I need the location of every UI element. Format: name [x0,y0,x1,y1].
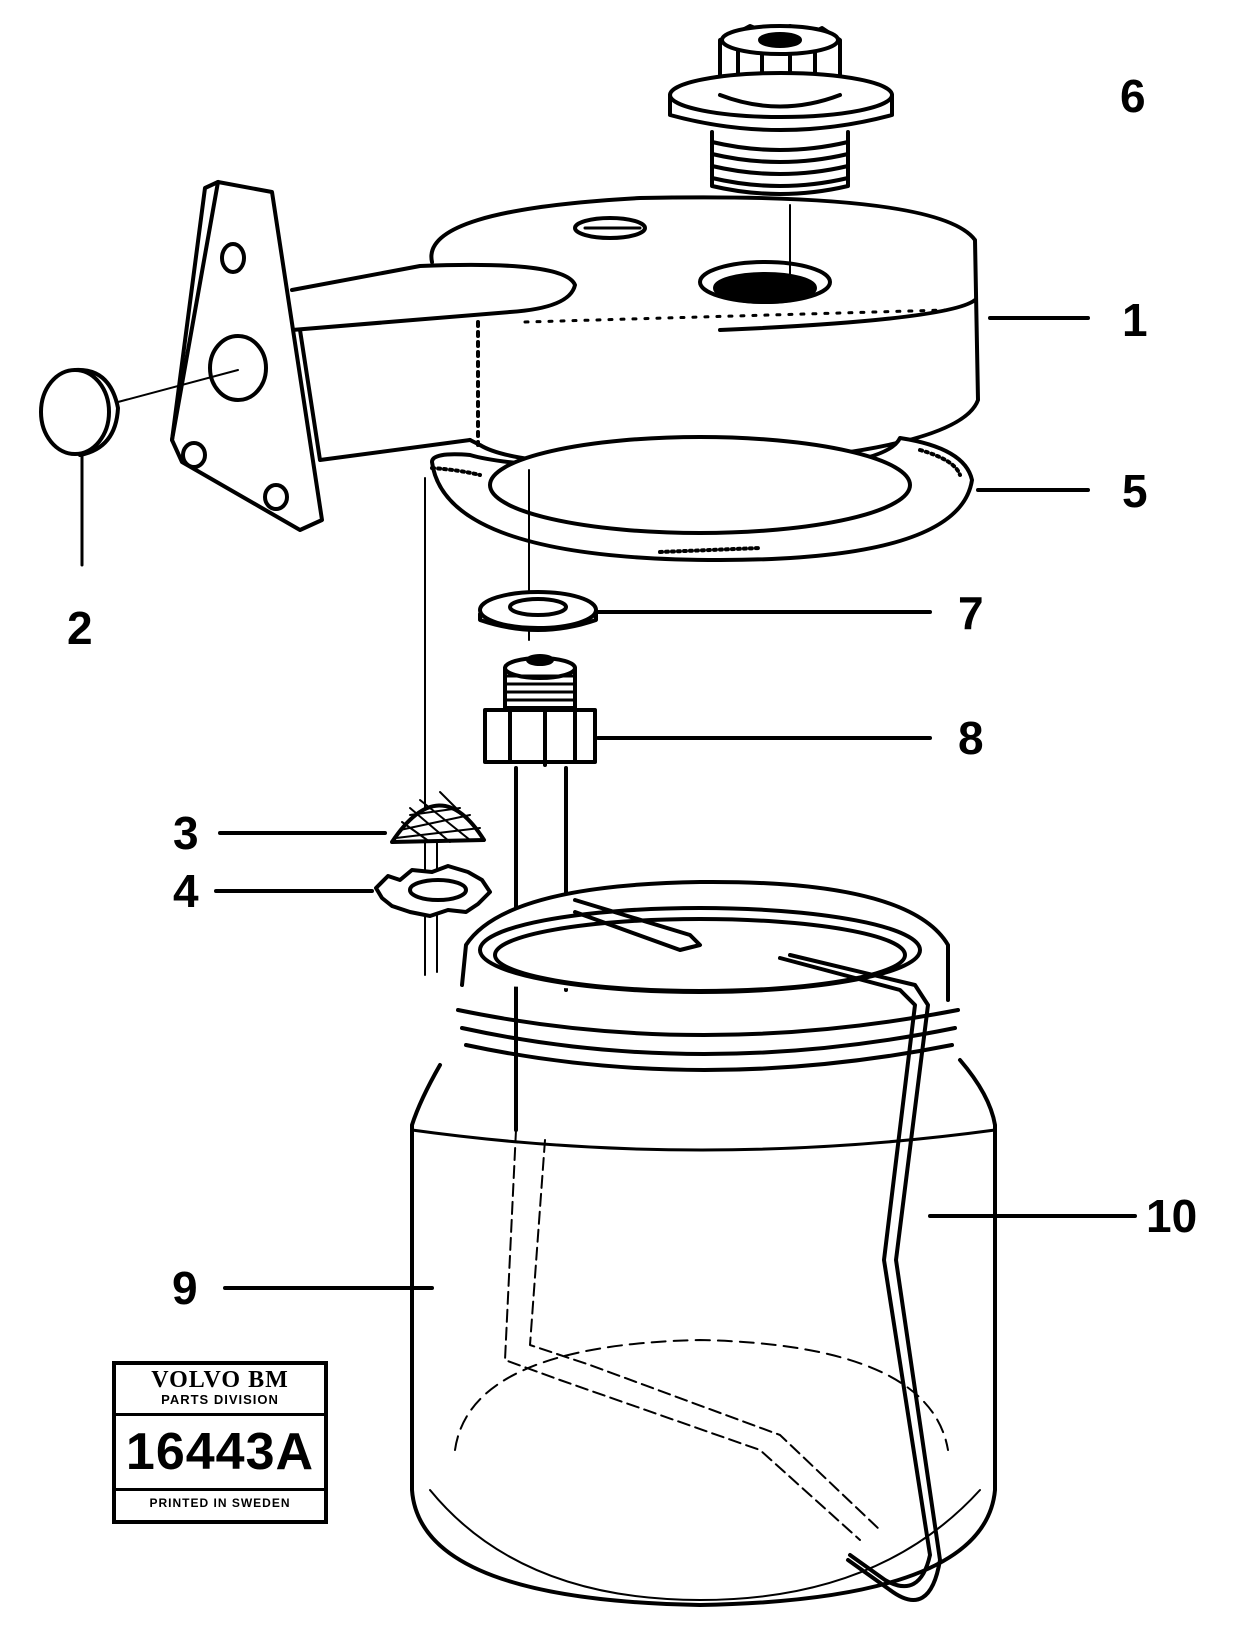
callout-3: 3 [173,807,199,859]
lid-part [170,180,1090,532]
callout-1: 1 [1122,294,1148,346]
stamp-brand: VOLVO BM [151,1367,289,1393]
clamp-part [573,898,1137,1602]
stamp-printed: PRINTED IN SWEDEN [149,1496,291,1510]
jar-part [223,879,997,1607]
stamp-number: 16443A [116,1413,324,1491]
callout-4: 4 [173,865,199,917]
callout-6: 6 [1120,70,1146,122]
callout-7: 7 [958,587,984,639]
strainer-part [218,791,486,844]
callout-5: 5 [1122,465,1148,517]
stamp-division: PARTS DIVISION [161,1392,279,1407]
washer-part [478,590,932,632]
publisher-stamp: VOLVO BM PARTS DIVISION 16443A PRINTED I… [112,1361,328,1524]
plug-part [39,367,239,567]
lock-washer-part [214,864,492,918]
gasket-part [430,435,1090,562]
callout-8: 8 [958,712,984,764]
callout-2: 2 [67,602,93,654]
callout-9: 9 [172,1262,198,1314]
callout-10: 10 [1146,1190,1198,1242]
filler-cap-part [668,24,894,196]
